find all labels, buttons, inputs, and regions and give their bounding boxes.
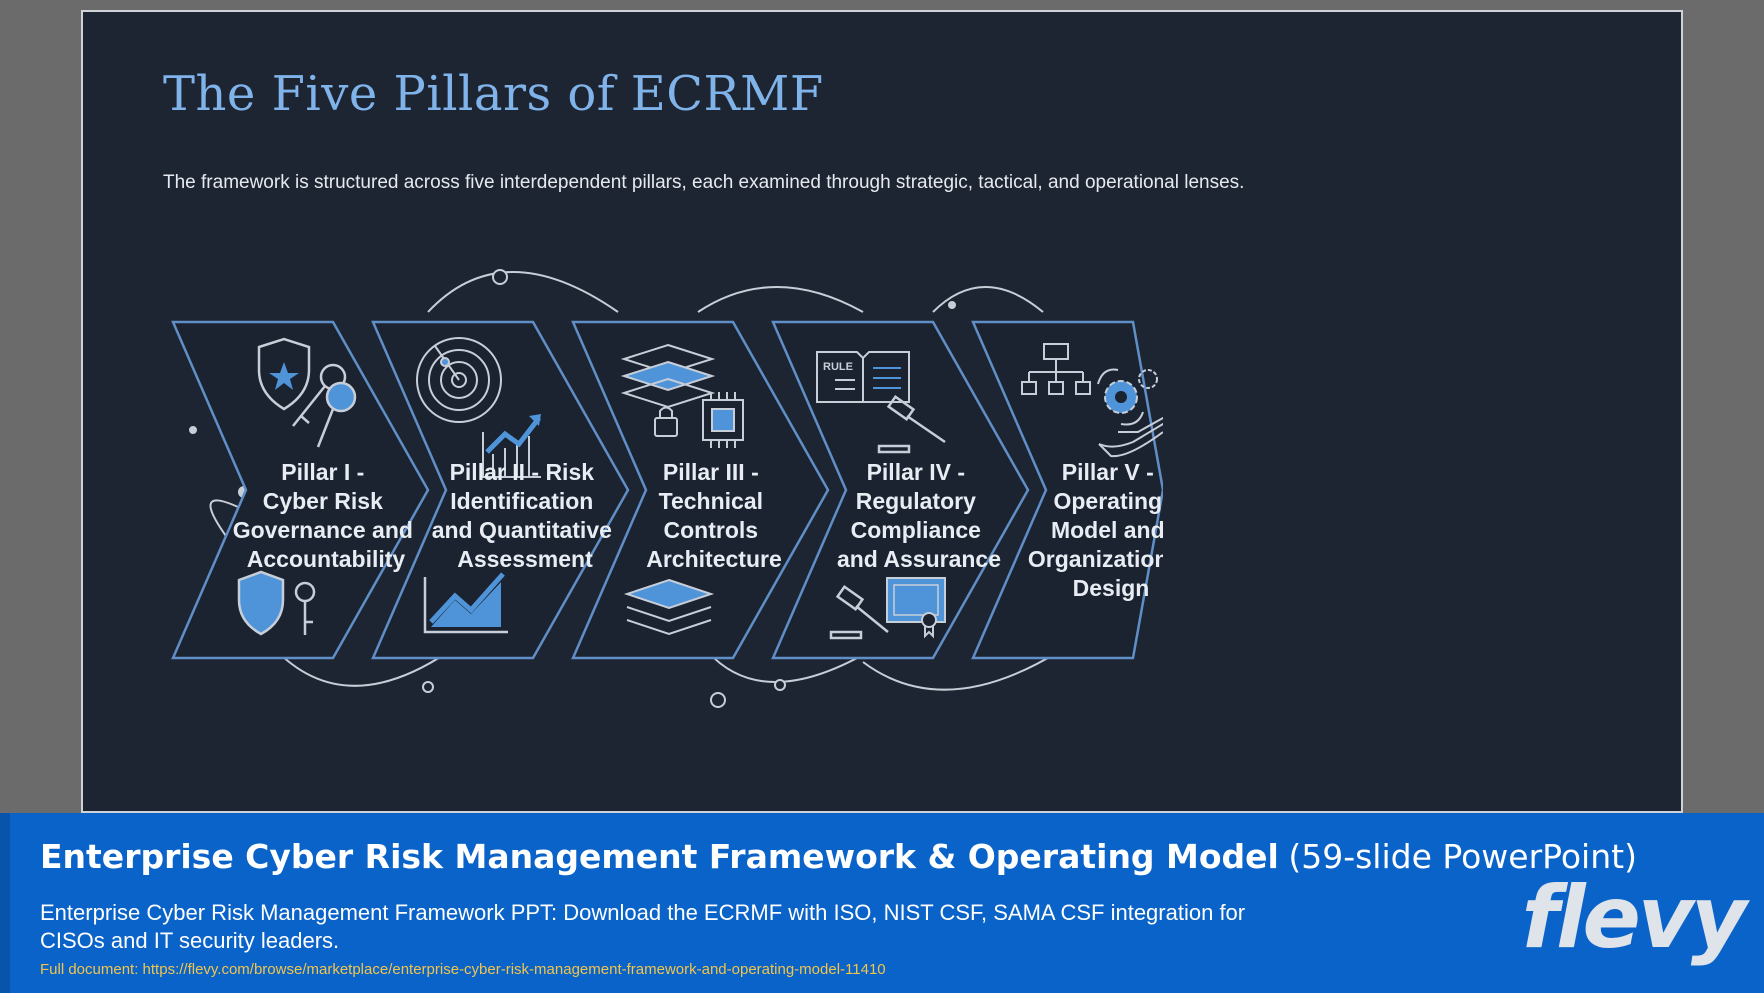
pillar-2-line-2: Identification (450, 488, 593, 514)
rule-label: RULE (823, 361, 853, 373)
microchip-icon (702, 392, 744, 448)
pillar-3-label: Pillar III - Technical Controls Architec… (646, 459, 781, 572)
pillar-2: Pillar II - Risk Identification and Quan… (371, 320, 630, 660)
pillar-3-line-1: Pillar III - (663, 459, 759, 485)
pillar-4-chevron (771, 320, 1030, 660)
pillar-4-label: Pillar IV - Regulatory Compliance and As… (837, 459, 1001, 572)
pillar-2-line-1: Pillar II - Risk (450, 459, 595, 485)
pillar-2-line-3: and Quantitative (432, 517, 612, 543)
pillar-1-line-4: Accountability (247, 546, 406, 572)
banner-accent (0, 813, 10, 993)
certificate-icon (886, 577, 946, 639)
full-document-link[interactable]: Full document: https://flevy.com/browse/… (40, 961, 886, 978)
pillar-3-line-3: Controls (664, 517, 759, 543)
gavel-icon (877, 395, 946, 454)
pillar-5-line-3: Model and (1051, 517, 1163, 543)
slide-subtitle: The framework is structured across five … (163, 172, 1245, 193)
pillar-3-line-4: Architecture (646, 546, 781, 572)
flevy-logo[interactable]: flevy (1521, 868, 1747, 968)
rule-book-icon: RULE (816, 351, 910, 403)
pillar-1-chevron (171, 320, 430, 660)
banner-title-slide-count: (59-slide PowerPoint) (1288, 837, 1637, 876)
pillar-1: Pillar I - Cyber Risk Governance and Acc… (171, 320, 430, 660)
banner-title-main: Enterprise Cyber Risk Management Framewo… (40, 837, 1279, 876)
pillar-2-label: Pillar II - Risk Identification and Quan… (432, 459, 619, 572)
slide: The Five Pillars of ECRMF The framework … (81, 10, 1683, 813)
banner-description: Enterprise Cyber Risk Management Framewo… (40, 900, 1246, 953)
area-chart-icon (423, 572, 508, 634)
radar-icon (416, 337, 502, 423)
pillar-5-line-2: Operating (1053, 488, 1162, 514)
pillar-1-line-3: Governance and (233, 517, 413, 543)
pillar-4-line-2: Regulatory (856, 488, 976, 514)
pillar-5-line-5: Design (1073, 575, 1150, 601)
gears-cycle-icon (1097, 368, 1158, 426)
pillar-5-line-4: Organizational (1028, 546, 1163, 572)
shield-keys-icon (237, 570, 316, 636)
pillars-diagram: Pillar I - Cyber Risk Governance and Acc… (171, 269, 1163, 708)
hand-icon (1098, 416, 1163, 458)
pillar-4-line-1: Pillar IV - (867, 459, 965, 485)
slide-title: The Five Pillars of ECRMF (163, 66, 824, 122)
pillar-3-chevron (571, 320, 830, 660)
pillar-3: Pillar III - Technical Controls Architec… (571, 320, 830, 660)
pillar-1-label: Pillar I - Cyber Risk Governance and Acc… (233, 459, 420, 572)
shield-star-icon (257, 337, 311, 411)
pillar-1-line-1: Pillar I - (281, 459, 364, 485)
banner-title: Enterprise Cyber Risk Management Framewo… (40, 837, 1637, 877)
bar-chart-trend-icon (482, 414, 541, 478)
pillar-1-line-2: Cyber Risk (263, 488, 383, 514)
pillar-5: Pillar V - Operating Model and Organizat… (971, 320, 1163, 660)
pillar-4-line-3: Compliance (851, 517, 981, 543)
stacked-layers-icon (623, 578, 715, 636)
gavel-icon (829, 585, 889, 640)
pillar-2-chevron (371, 320, 630, 660)
lock-icon (654, 406, 678, 437)
org-chart-icon (1021, 343, 1091, 395)
pillar-4: RULE (771, 320, 1030, 660)
document-banner: Enterprise Cyber Risk Management Framewo… (0, 813, 1764, 993)
keys-icon (292, 363, 357, 448)
pillar-2-line-4: Assessment (457, 546, 593, 572)
pillar-4-line-4: and Assurance (837, 546, 1001, 572)
pillar-5-label: Pillar V - Operating Model and Organizat… (1028, 459, 1163, 601)
pillar-5-line-1: Pillar V - (1062, 459, 1154, 485)
pillar-3-line-2: Technical (659, 488, 763, 514)
